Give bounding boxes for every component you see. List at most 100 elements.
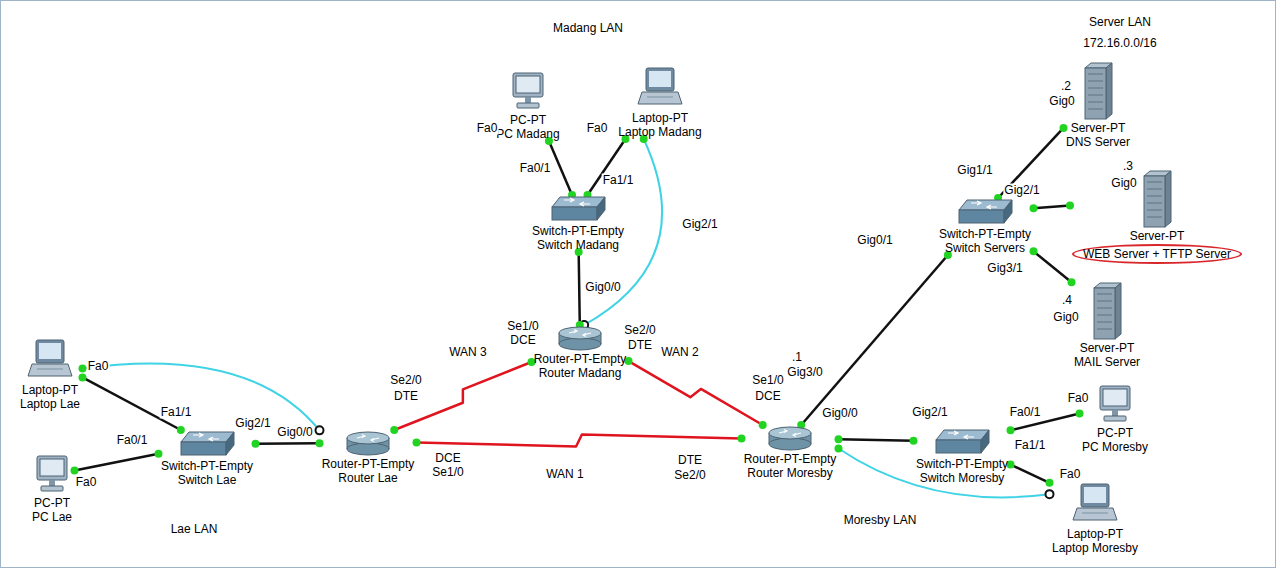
pc-device: PC-PTPC Moresby [1080,385,1151,454]
serial-link [417,434,742,446]
wan-label: WAN 2 [660,346,700,359]
region-label: Lae LAN [170,523,219,536]
device-name: PC Lae [30,510,75,524]
ethernet-cable [549,141,572,195]
device-name: Router Moresby [742,466,839,480]
port-label: Gig2/1 [911,406,948,419]
device-name: Switch Lae [159,473,256,487]
pc-device: PC-PTPC Lae [30,455,75,524]
device-name: MAIL Server [1072,355,1143,369]
link-light [1007,426,1015,434]
device-model: Switch-PT-Empty [937,227,1034,241]
server-icon [1082,62,1114,120]
port-label: Fa0 [87,360,110,373]
device-model: Router-PT-Empty [320,457,417,471]
host-address: .2 [1060,80,1072,93]
port-label: Gig2/1 [234,417,271,430]
switch-icon [934,428,990,456]
link-light [1076,410,1084,418]
ethernet-cable [256,442,320,445]
device-model: Server-PT [1064,121,1133,135]
device-model: Switch-PT-Empty [914,457,1011,471]
host-address: .3 [1122,160,1134,173]
port-label: Fa0 [1067,392,1090,405]
link-light [1068,278,1076,286]
router-device: Router-PT-EmptyRouter Lae [320,430,417,485]
ethernet-cable [579,252,580,325]
device-model: Laptop-PT [18,383,83,397]
pc-icon [1097,385,1133,425]
router-device: Router-PT-EmptyRouter Moresby [742,425,839,480]
port-label: Gig0 [1052,311,1079,324]
ethernet-cable [75,454,159,471]
port-label: Gig2/1 [1003,184,1040,197]
host-address: .1 [791,351,803,364]
ethernet-cable [801,255,948,425]
pc-icon [510,72,546,112]
link-light [390,426,398,434]
laptop-icon [27,338,73,382]
device-model: Server-PT [1070,229,1244,243]
port-label: Se1/0 [431,466,464,479]
port-label: Fa1/1 [1014,439,1047,452]
link-light [910,437,918,445]
router-icon [767,425,813,451]
server-device: Server-PTMAIL Server [1072,282,1143,369]
laptop-icon [637,66,683,110]
port-label: Fa0/1 [519,162,552,175]
device-name: Router Madang [532,366,629,380]
link-light [1066,202,1074,210]
clock-role: DCE [509,334,536,347]
device-name: DNS Server [1064,135,1133,149]
device-model: Server-PT [1072,341,1143,355]
link-light [738,435,746,443]
port-label: Gig2/1 [681,218,718,231]
clock-role: DTE [677,454,703,467]
server-icon [1141,170,1173,228]
router-icon [345,430,391,456]
port-label: Fa0 [586,122,609,135]
device-name: Laptop Madang [616,125,704,139]
serial-link [629,361,763,425]
link-light [835,444,843,452]
port-label: Se2/0 [623,324,656,337]
laptop-icon [1072,482,1118,526]
ethernet-cable [587,139,625,195]
link-light [1060,124,1068,132]
device-name: Switch Madang [530,238,627,252]
link-light [1030,204,1038,212]
device-model: Laptop-PT [616,111,704,125]
device-model: Laptop-PT [1050,527,1141,541]
device-name: Switch Moresby [914,471,1011,485]
port-label: Gig0 [1048,95,1075,108]
port-label: Se2/0 [673,469,706,482]
device-name: PC Moresby [1080,440,1151,454]
port-label: Gig3/0 [786,366,823,379]
console-end [1046,490,1054,498]
ethernet-cable [1011,465,1050,483]
laptop-device: Laptop-PTLaptop Madang [616,66,704,139]
clock-role: DTE [393,390,419,403]
server-device: Server-PTWEB Server + TFTP Server [1070,170,1244,264]
ethernet-cable [1034,251,1072,282]
switch-icon [550,195,606,223]
region-label: Server LAN [1088,16,1152,29]
port-label: Gig0 [1110,177,1137,190]
port-label: Gig0/1 [856,234,893,247]
link-light [1030,247,1038,255]
device-name: Laptop Lae [18,397,83,411]
subnet-label: 172.16.0.0/16 [1082,37,1157,50]
pc-icon [34,455,70,495]
pc-device: PC-PTPC Madang [494,72,562,141]
port-label: Fa1/1 [160,406,193,419]
device-name: Switch Servers [937,241,1034,255]
link-light [79,373,87,381]
port-label: Gig0/0 [276,426,313,439]
port-label: Gig0/0 [584,281,621,294]
device-name: PC Madang [494,127,562,141]
device-model: PC-PT [494,113,562,127]
switch-icon [179,430,235,458]
device-name: Laptop Moresby [1050,541,1141,555]
ethernet-cable [998,128,1063,198]
